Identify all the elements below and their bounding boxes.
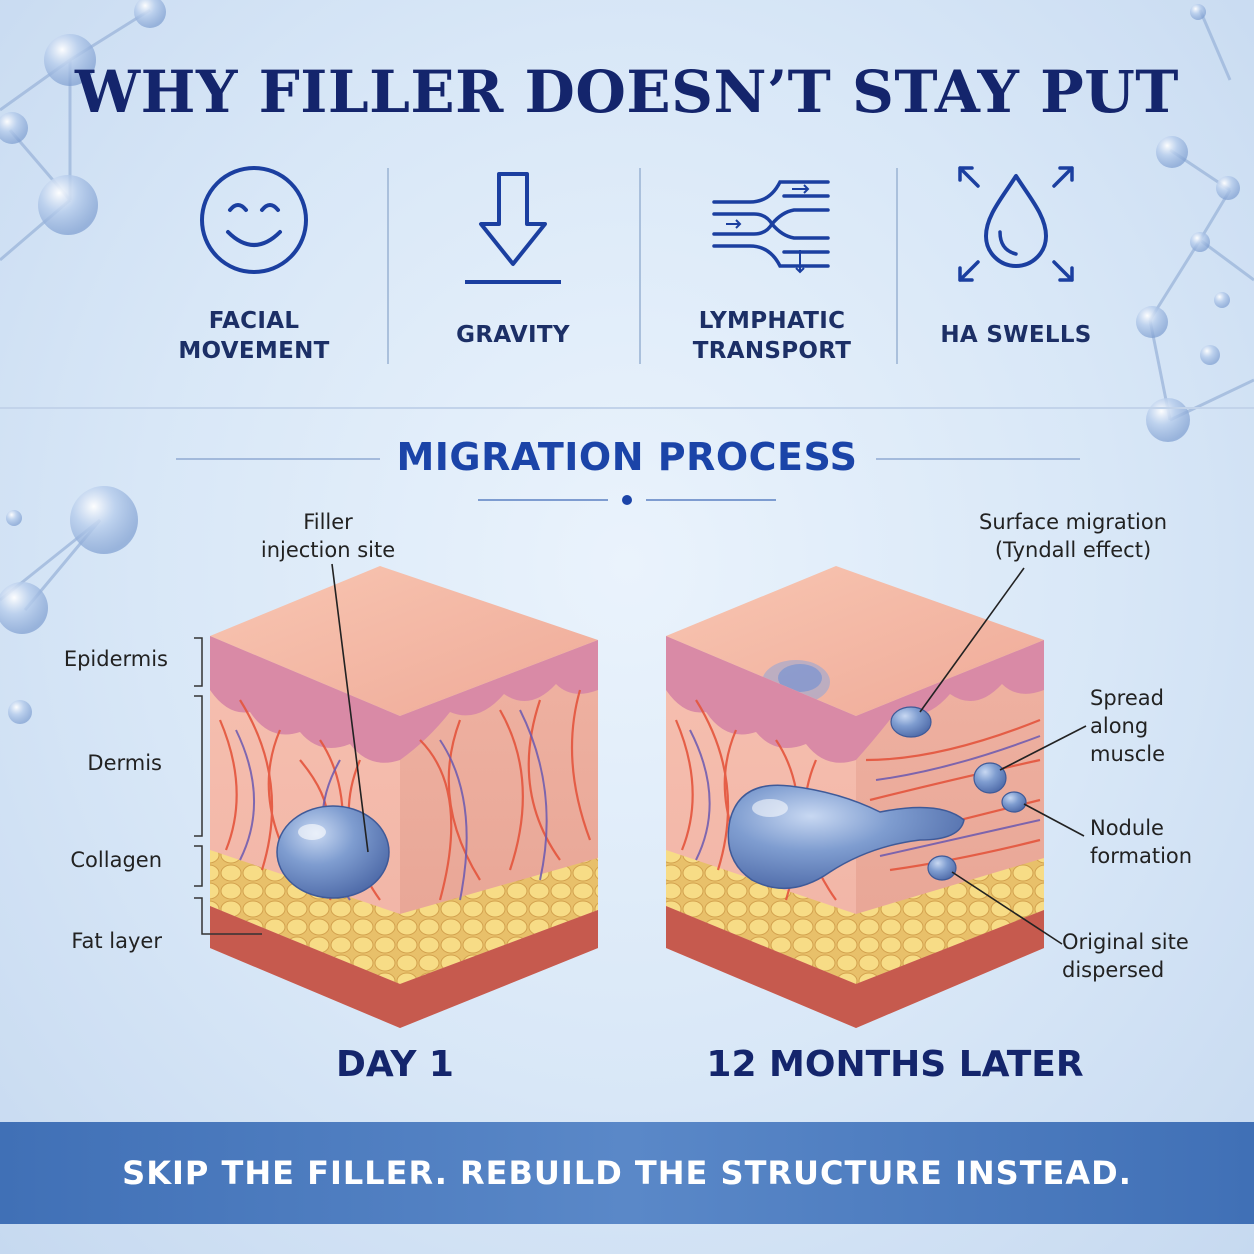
day1-label: DAY 1 [336, 1044, 454, 1085]
smile-icon [200, 166, 308, 274]
factor-label: LYMPHATIC TRANSPORT [692, 308, 852, 364]
factor-ha-swells: HA SWELLS [896, 162, 1136, 348]
section-title: MIGRATION PROCESS [396, 435, 858, 479]
annotation-injection-site: Filler injection site [260, 510, 396, 562]
later-label: 12 MONTHS LATER [706, 1044, 1084, 1085]
cta-text: SKIP THE FILLER. REBUILD THE STRUCTURE I… [122, 1154, 1132, 1192]
factor-label: FACIAL MOVEMENT [178, 308, 330, 364]
annotation-surface-migration: Surface migration (Tyndall effect) [978, 510, 1168, 562]
arrow-down-icon [465, 172, 561, 284]
page-title: WHY FILLER DOESN’T STAY PUT [75, 58, 1179, 126]
factor-gravity: GRAVITY [393, 162, 633, 348]
cta-banner: SKIP THE FILLER. REBUILD THE STRUCTURE I… [0, 1122, 1254, 1224]
layer-brackets [194, 637, 262, 935]
annotation-nodule: Nodule formation [1090, 816, 1193, 868]
section-divider [0, 407, 1254, 409]
factor-label: HA SWELLS [940, 322, 1092, 348]
factor-divider [639, 168, 641, 364]
factor-facial-movement: FACIAL MOVEMENT [134, 162, 374, 364]
annotation-original-site: Original site dispersed [1062, 930, 1189, 982]
factor-label: GRAVITY [456, 322, 570, 348]
factor-divider [387, 168, 389, 364]
later-skin-block [666, 566, 1087, 1028]
annotation-spread-muscle: Spread along muscle [1090, 686, 1166, 766]
factor-lymphatic-transport: LYMPHATIC TRANSPORT [652, 162, 892, 364]
layer-label-fat: Fat layer [71, 929, 162, 953]
day1-skin-block [210, 563, 598, 1028]
lymph-flow-icon [712, 180, 830, 274]
layer-label-epidermis: Epidermis [63, 647, 168, 671]
layer-label-dermis: Dermis [87, 751, 162, 775]
drop-expand-icon [958, 166, 1074, 282]
layer-label-collagen: Collagen [70, 848, 162, 872]
factor-divider [896, 168, 898, 364]
